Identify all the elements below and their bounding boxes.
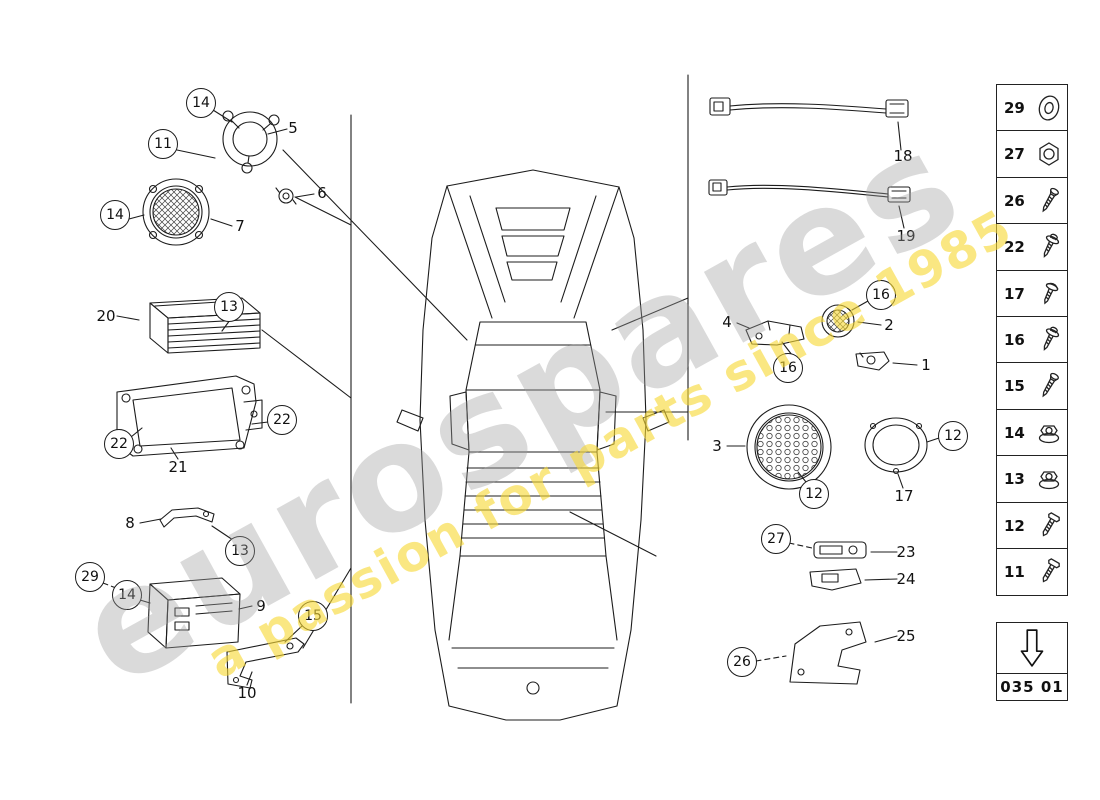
part-number-25[interactable]: 25 — [896, 627, 916, 645]
cable-19-drawing — [708, 179, 911, 203]
part-24-drawing — [809, 568, 862, 591]
part-balloon-22a[interactable]: 22 — [104, 429, 134, 459]
screw-washer-icon — [1036, 325, 1062, 355]
part-number-19[interactable]: 19 — [896, 227, 916, 245]
part-number-9[interactable]: 9 — [256, 597, 266, 615]
part-balloon-29[interactable]: 29 — [75, 562, 105, 592]
part-number-5[interactable]: 5 — [288, 119, 298, 137]
hex-bolt-icon — [1036, 557, 1062, 587]
part-number-1[interactable]: 1 — [921, 356, 931, 374]
bracket-10-drawing — [226, 637, 305, 689]
part-balloon-13a[interactable]: 13 — [214, 292, 244, 322]
part-number-23[interactable]: 23 — [896, 543, 916, 561]
flange-nut-icon — [1036, 464, 1062, 494]
legend-part-number: 11 — [1004, 563, 1025, 582]
part-balloon-12a[interactable]: 12 — [799, 479, 829, 509]
part-balloon-13b[interactable]: 13 — [225, 536, 255, 566]
clip-1-drawing — [855, 351, 890, 371]
legend-item-13[interactable]: 13 — [996, 455, 1068, 504]
legend-part-number: 29 — [1004, 99, 1025, 117]
speaker-3-drawing — [746, 404, 832, 490]
part-balloon-16a[interactable]: 16 — [866, 280, 896, 310]
part-balloon-15[interactable]: 15 — [298, 601, 328, 631]
part-23-drawing — [813, 541, 867, 559]
diagram-code-box[interactable]: 035 01 — [996, 622, 1068, 701]
screw-icon — [1036, 371, 1062, 401]
speaker-7-drawing — [142, 178, 210, 246]
fastener-legend: 29 27 26 22 17 16 15 14 — [996, 84, 1068, 597]
legend-item-17[interactable]: 17 — [996, 269, 1068, 318]
bracket-25-drawing — [789, 621, 867, 685]
legend-part-number: 22 — [1004, 238, 1025, 257]
part-balloon-14a[interactable]: 14 — [186, 88, 216, 118]
legend-item-29[interactable]: 29 — [996, 84, 1068, 132]
separator-lines — [350, 74, 689, 704]
cable-18-drawing — [709, 97, 909, 118]
speaker-ring-17-drawing — [864, 417, 928, 475]
speaker-bracket-5-drawing — [222, 110, 280, 174]
car-top-view — [396, 169, 670, 721]
legend-item-15[interactable]: 15 — [996, 362, 1068, 411]
legend-item-26[interactable]: 26 — [996, 176, 1068, 225]
part-number-24[interactable]: 24 — [896, 570, 916, 588]
part-balloon-26[interactable]: 26 — [727, 647, 757, 677]
clip-6-drawing — [275, 187, 297, 205]
part-number-7[interactable]: 7 — [235, 217, 245, 235]
legend-item-27[interactable]: 27 — [996, 130, 1068, 179]
part-number-21[interactable]: 21 — [168, 458, 188, 476]
legend-item-22[interactable]: 22 — [996, 223, 1068, 272]
part-balloon-12b[interactable]: 12 — [938, 421, 968, 451]
legend-part-number: 13 — [1004, 470, 1025, 489]
part-number-20[interactable]: 20 — [96, 307, 116, 325]
legend-part-number: 27 — [1004, 145, 1025, 164]
tweeter-2-drawing — [821, 304, 855, 338]
amplifier-9-drawing — [147, 577, 241, 649]
legend-item-14[interactable]: 14 — [996, 408, 1068, 457]
part-balloon-14b[interactable]: 14 — [100, 200, 130, 230]
bracket-21-drawing — [116, 375, 263, 457]
part-number-17[interactable]: 17 — [894, 487, 914, 505]
legend-part-number: 17 — [1004, 284, 1025, 303]
flange-nut-icon — [1036, 418, 1062, 448]
bracket-4-drawing — [745, 320, 805, 346]
legend-part-number: 26 — [1004, 191, 1025, 210]
legend-item-16[interactable]: 16 — [996, 316, 1068, 365]
legend-part-number: 12 — [1004, 516, 1025, 535]
legend-item-11[interactable]: 11 — [996, 548, 1068, 597]
part-number-6[interactable]: 6 — [317, 184, 327, 202]
part-balloon-16b[interactable]: 16 — [773, 353, 803, 383]
part-balloon-14c[interactable]: 14 — [112, 580, 142, 610]
part-number-2[interactable]: 2 — [884, 316, 894, 334]
part-number-3[interactable]: 3 — [712, 437, 722, 455]
part-balloon-11[interactable]: 11 — [148, 129, 178, 159]
hex-nut-icon — [1036, 139, 1062, 169]
part-number-8[interactable]: 8 — [125, 514, 135, 532]
legend-part-number: 16 — [1004, 331, 1025, 350]
part-balloon-27[interactable]: 27 — [761, 524, 791, 554]
legend-item-12[interactable]: 12 — [996, 501, 1068, 550]
grommet-icon — [1036, 93, 1062, 123]
part-number-18[interactable]: 18 — [893, 147, 913, 165]
hex-bolt-icon — [1036, 511, 1062, 541]
part-number-4[interactable]: 4 — [722, 313, 732, 331]
part-balloon-22b[interactable]: 22 — [267, 405, 297, 435]
diagram-code: 035 01 — [1000, 678, 1064, 696]
bracket-8-drawing — [159, 507, 215, 528]
down-arrow-wrap — [997, 623, 1067, 674]
legend-part-number: 15 — [1004, 377, 1025, 396]
part-number-10[interactable]: 10 — [237, 684, 257, 702]
down-arrow-icon — [1020, 629, 1044, 667]
screw-washer-icon — [1036, 232, 1062, 262]
leader-lines — [102, 109, 940, 686]
screw-icon — [1036, 186, 1062, 216]
legend-part-number: 14 — [1004, 423, 1025, 442]
pan-head-screw-icon — [1036, 279, 1062, 309]
